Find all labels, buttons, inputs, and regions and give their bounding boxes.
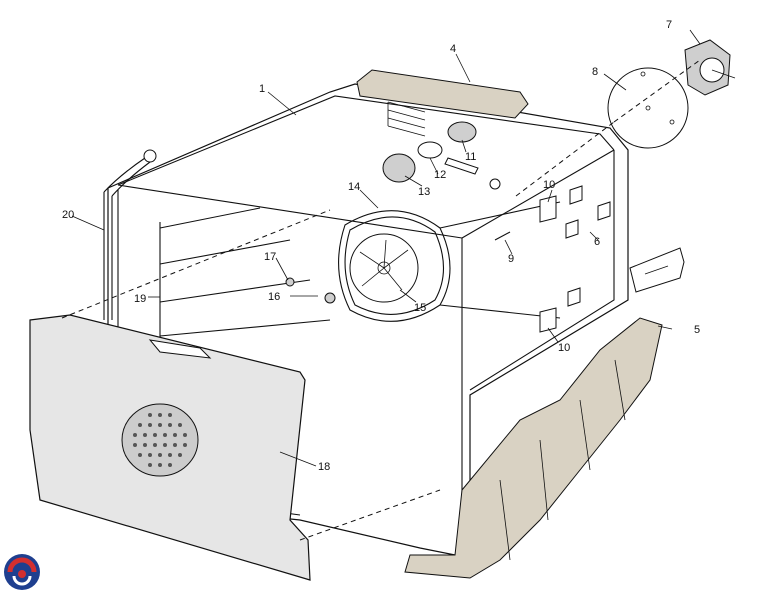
front-frame	[103, 149, 157, 320]
front-fan-grill-panel	[29, 314, 311, 581]
leader-lines	[71, 29, 701, 467]
callout-9: 9	[508, 253, 514, 265]
oven-lamp-assembly	[382, 121, 501, 190]
fan-motor	[684, 39, 736, 96]
callout-labels: 1 4 5 6 7 8 9 10 10 11 12 13 14 15 16 17…	[62, 19, 700, 473]
top-insulation-pad	[356, 69, 529, 119]
callout-18: 18	[318, 461, 330, 473]
callout-14: 14	[348, 181, 360, 193]
mounting-bracket	[629, 247, 685, 293]
callout-20: 20	[62, 209, 74, 221]
callout-1: 1	[259, 83, 265, 95]
callout-15: 15	[414, 302, 426, 314]
fan-cover-disc	[607, 67, 689, 149]
brand-logo-swirl	[4, 554, 40, 590]
exploded-view-guide-lines	[61, 59, 701, 541]
callout-17: 17	[264, 251, 276, 263]
callout-10-lower: 10	[558, 342, 570, 354]
grill-holes	[133, 413, 187, 467]
top-vent-slots	[387, 101, 426, 137]
callout-12: 12	[434, 169, 446, 181]
callout-13: 13	[418, 186, 430, 198]
callout-10-upper: 10	[543, 179, 555, 191]
convection-fan-blade	[349, 233, 419, 303]
callout-11: 11	[465, 151, 476, 163]
element-clips	[539, 185, 611, 333]
callout-8: 8	[592, 66, 598, 78]
callout-16: 16	[268, 291, 280, 303]
side-insulation-blanket	[404, 317, 663, 579]
callout-19: 19	[134, 293, 146, 305]
callout-6: 6	[594, 236, 600, 248]
callout-4: 4	[450, 43, 456, 55]
callout-7: 7	[666, 19, 672, 31]
callout-5: 5	[694, 324, 700, 336]
